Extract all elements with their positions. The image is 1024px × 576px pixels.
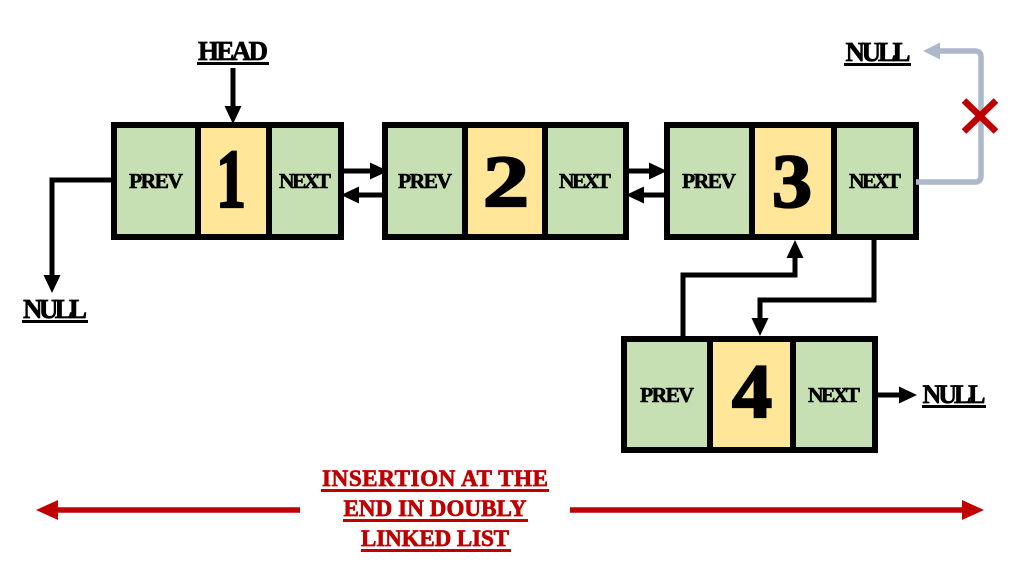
svg-text:PREV: PREV bbox=[682, 169, 736, 193]
svg-text:NEXT: NEXT bbox=[808, 383, 861, 407]
svg-text:NEXT: NEXT bbox=[559, 169, 612, 193]
svg-text:4: 4 bbox=[732, 350, 772, 434]
svg-text:NULL: NULL bbox=[923, 380, 986, 409]
svg-text:PREV: PREV bbox=[640, 383, 694, 407]
svg-text:NEXT: NEXT bbox=[849, 169, 902, 193]
svg-text:1: 1 bbox=[216, 133, 246, 226]
svg-text:PREV: PREV bbox=[129, 169, 183, 193]
svg-text:LINKED LIST: LINKED LIST bbox=[361, 526, 509, 551]
svg-text:INSERTION AT THE: INSERTION AT THE bbox=[322, 466, 548, 491]
svg-text:END IN DOUBLY: END IN DOUBLY bbox=[344, 496, 527, 521]
svg-text:NULL: NULL bbox=[23, 294, 87, 324]
svg-text:2: 2 bbox=[483, 141, 529, 222]
svg-text:PREV: PREV bbox=[398, 169, 452, 193]
svg-text:HEAD: HEAD bbox=[198, 36, 268, 66]
svg-text:NEXT: NEXT bbox=[279, 169, 332, 193]
svg-text:3: 3 bbox=[772, 140, 812, 224]
svg-text:NULL: NULL bbox=[846, 37, 911, 67]
